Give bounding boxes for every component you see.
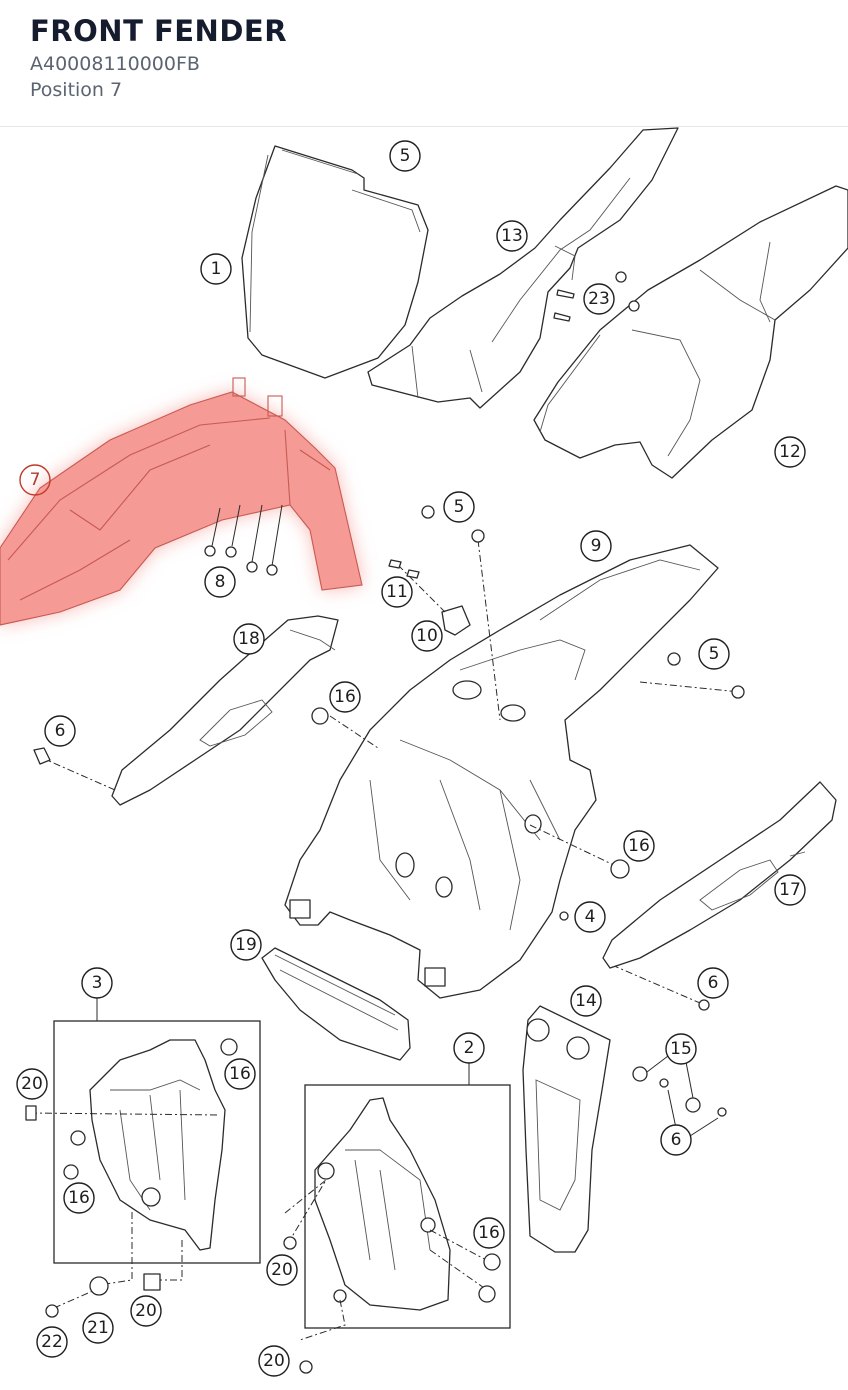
svg-text:14: 14 bbox=[575, 991, 597, 1011]
part-rear-fender[interactable] bbox=[284, 544, 719, 999]
callout-5-a[interactable]: 5 bbox=[389, 140, 421, 172]
part-grommets-15[interactable] bbox=[632, 1055, 727, 1137]
callout-15[interactable]: 15 bbox=[665, 1033, 697, 1065]
callout-13[interactable]: 13 bbox=[496, 220, 528, 252]
svg-text:8: 8 bbox=[215, 572, 226, 592]
callout-16-e[interactable]: 16 bbox=[473, 1217, 505, 1249]
callout-22[interactable]: 22 bbox=[36, 1326, 68, 1358]
svg-text:21: 21 bbox=[87, 1318, 109, 1338]
svg-text:6: 6 bbox=[55, 721, 66, 741]
svg-text:5: 5 bbox=[400, 146, 411, 166]
svg-text:10: 10 bbox=[416, 626, 438, 646]
callout-23[interactable]: 23 bbox=[583, 283, 615, 315]
part-group-box-3[interactable] bbox=[25, 997, 261, 1309]
part-number-plate[interactable] bbox=[241, 145, 429, 379]
svg-text:12: 12 bbox=[779, 442, 801, 462]
callout-21[interactable]: 21 bbox=[82, 1312, 114, 1344]
svg-text:1: 1 bbox=[211, 259, 222, 279]
callout-9[interactable]: 9 bbox=[580, 530, 612, 562]
svg-text:2: 2 bbox=[464, 1038, 475, 1058]
position-label: Position 7 bbox=[30, 79, 123, 101]
callout-5-c[interactable]: 5 bbox=[698, 638, 730, 670]
svg-text:16: 16 bbox=[628, 836, 650, 856]
callout-18[interactable]: 18 bbox=[233, 623, 265, 655]
svg-text:20: 20 bbox=[21, 1074, 43, 1094]
svg-text:11: 11 bbox=[386, 582, 408, 602]
svg-text:19: 19 bbox=[235, 935, 257, 955]
part-side-panel-upper[interactable] bbox=[367, 127, 679, 409]
part-side-strip-14[interactable] bbox=[522, 1005, 611, 1253]
callout-19[interactable]: 19 bbox=[230, 929, 262, 961]
callout-16-a[interactable]: 16 bbox=[329, 681, 361, 713]
svg-text:17: 17 bbox=[779, 880, 801, 900]
callout-20-a[interactable]: 20 bbox=[16, 1068, 48, 1100]
svg-text:16: 16 bbox=[334, 687, 356, 707]
part-number: A40008110000FB bbox=[30, 53, 200, 75]
part-lower-panel-right[interactable] bbox=[602, 781, 837, 1011]
callout-12[interactable]: 12 bbox=[774, 436, 806, 468]
callout-7-highlighted[interactable]: 7 bbox=[19, 464, 51, 496]
part-fender-bolts[interactable] bbox=[204, 504, 283, 576]
svg-text:20: 20 bbox=[135, 1301, 157, 1321]
callouts: 5 13 1 23 12 7 5 9 8 11 10 18 5 16 6 16 … bbox=[16, 140, 806, 1377]
svg-text:9: 9 bbox=[591, 536, 602, 556]
callout-5-b[interactable]: 5 bbox=[443, 491, 475, 523]
callout-14[interactable]: 14 bbox=[570, 985, 602, 1017]
part-cover-19[interactable] bbox=[261, 947, 411, 1061]
svg-text:5: 5 bbox=[454, 497, 465, 517]
part-front-fender-highlighted[interactable] bbox=[0, 377, 363, 626]
svg-text:15: 15 bbox=[670, 1039, 692, 1059]
page-title: FRONT FENDER bbox=[30, 14, 288, 48]
svg-text:6: 6 bbox=[708, 973, 719, 993]
callout-11[interactable]: 11 bbox=[381, 576, 413, 608]
svg-text:6: 6 bbox=[671, 1130, 682, 1150]
callout-1[interactable]: 1 bbox=[200, 253, 232, 285]
svg-text:4: 4 bbox=[585, 907, 596, 927]
svg-text:16: 16 bbox=[229, 1064, 251, 1084]
part-small-fasteners[interactable] bbox=[311, 505, 745, 921]
svg-text:7: 7 bbox=[30, 470, 41, 490]
callout-3[interactable]: 3 bbox=[81, 967, 113, 999]
callout-8[interactable]: 8 bbox=[204, 566, 236, 598]
part-latch-10[interactable] bbox=[329, 539, 741, 1004]
svg-text:13: 13 bbox=[501, 226, 523, 246]
svg-text:20: 20 bbox=[263, 1351, 285, 1371]
callout-20-c[interactable]: 20 bbox=[130, 1295, 162, 1327]
callout-6-b[interactable]: 6 bbox=[697, 967, 729, 999]
svg-text:23: 23 bbox=[588, 289, 610, 309]
part-group-box-2[interactable] bbox=[284, 1063, 511, 1341]
header: FRONT FENDER A40008110000FB Position 7 bbox=[0, 0, 848, 127]
callout-16-b[interactable]: 16 bbox=[623, 830, 655, 862]
svg-text:20: 20 bbox=[271, 1260, 293, 1280]
callout-10[interactable]: 10 bbox=[411, 620, 443, 652]
callout-20-b[interactable]: 20 bbox=[266, 1254, 298, 1286]
part-fasteners-lower[interactable] bbox=[45, 1236, 501, 1374]
svg-text:5: 5 bbox=[709, 644, 720, 664]
svg-text:3: 3 bbox=[92, 973, 103, 993]
callout-16-d[interactable]: 16 bbox=[63, 1182, 95, 1214]
svg-text:16: 16 bbox=[478, 1223, 500, 1243]
part-lower-panel-left[interactable] bbox=[33, 615, 339, 806]
svg-text:22: 22 bbox=[41, 1332, 63, 1352]
callout-4[interactable]: 4 bbox=[574, 901, 606, 933]
callout-2[interactable]: 2 bbox=[453, 1032, 485, 1064]
part-screws-23[interactable] bbox=[553, 271, 640, 322]
callout-6-a[interactable]: 6 bbox=[44, 715, 76, 747]
callout-17[interactable]: 17 bbox=[774, 874, 806, 906]
callout-6-c[interactable]: 6 bbox=[660, 1124, 692, 1156]
svg-text:16: 16 bbox=[68, 1188, 90, 1208]
callout-16-c[interactable]: 16 bbox=[224, 1058, 256, 1090]
svg-text:18: 18 bbox=[238, 629, 260, 649]
callout-20-d[interactable]: 20 bbox=[258, 1345, 290, 1377]
